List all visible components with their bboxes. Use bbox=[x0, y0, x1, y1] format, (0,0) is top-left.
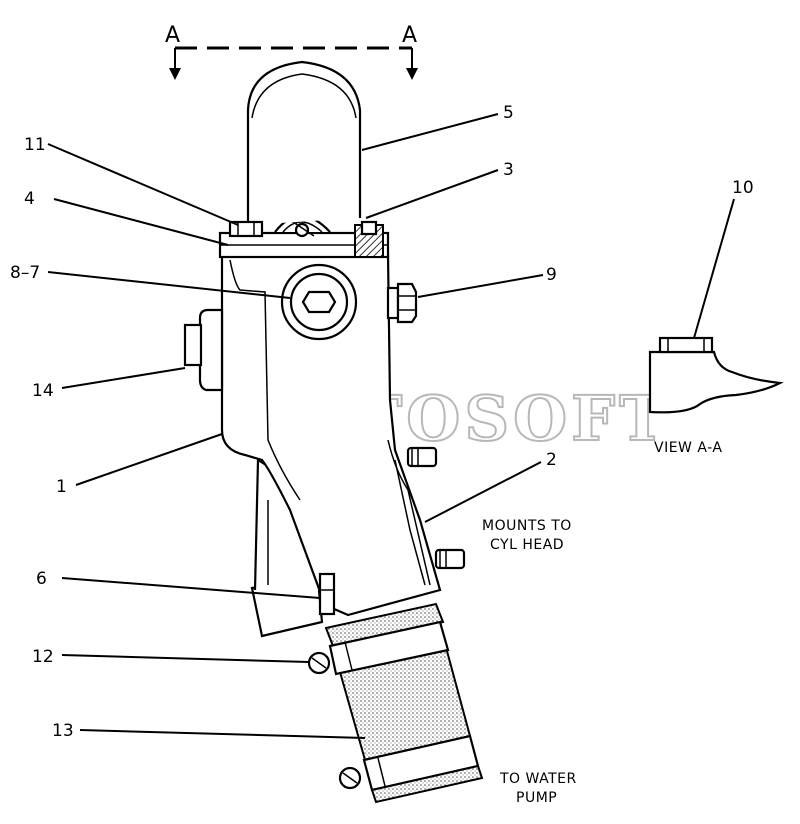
callouts: 5 3 11 4 8–7 9 14 1 2 6 12 13 10 bbox=[10, 103, 754, 741]
callout-10: 10 bbox=[732, 178, 754, 198]
view-a-a-detail bbox=[648, 336, 784, 414]
plug bbox=[280, 263, 358, 341]
callout-13: 13 bbox=[52, 721, 74, 741]
callout-8-7: 8–7 bbox=[10, 263, 40, 283]
housing bbox=[183, 253, 466, 617]
bolt-11 bbox=[228, 220, 264, 238]
notes: VIEW A-A MOUNTS TO CYL HEAD TO WATER PUM… bbox=[482, 440, 722, 806]
callout-11: 11 bbox=[24, 135, 46, 155]
view-label: VIEW A-A bbox=[654, 440, 722, 456]
bolt-right-top bbox=[360, 220, 378, 236]
callout-1: 1 bbox=[56, 477, 67, 497]
section-line-a-a: A A bbox=[165, 23, 418, 80]
water-note-line2: PUMP bbox=[516, 790, 557, 806]
callout-14: 14 bbox=[32, 381, 54, 401]
lower-clamp bbox=[338, 734, 484, 804]
sensor-6 bbox=[318, 572, 336, 616]
upper-clamp bbox=[307, 602, 450, 676]
section-marker-right: A bbox=[402, 23, 417, 48]
fitting-9 bbox=[386, 282, 418, 324]
callout-3: 3 bbox=[503, 160, 514, 180]
callout-5: 5 bbox=[503, 103, 514, 123]
mounts-note-line1: MOUNTS TO bbox=[482, 518, 572, 534]
mounts-note-line2: CYL HEAD bbox=[490, 537, 564, 553]
water-note-line1: TO WATER bbox=[499, 771, 577, 787]
callout-12: 12 bbox=[32, 647, 54, 667]
callout-2: 2 bbox=[546, 450, 557, 470]
callout-6: 6 bbox=[36, 569, 47, 589]
section-marker-left: A bbox=[165, 23, 180, 48]
outlet-tube bbox=[246, 60, 362, 225]
callout-4: 4 bbox=[24, 189, 35, 209]
callout-9: 9 bbox=[546, 265, 557, 285]
leader-lines bbox=[47, 113, 735, 739]
